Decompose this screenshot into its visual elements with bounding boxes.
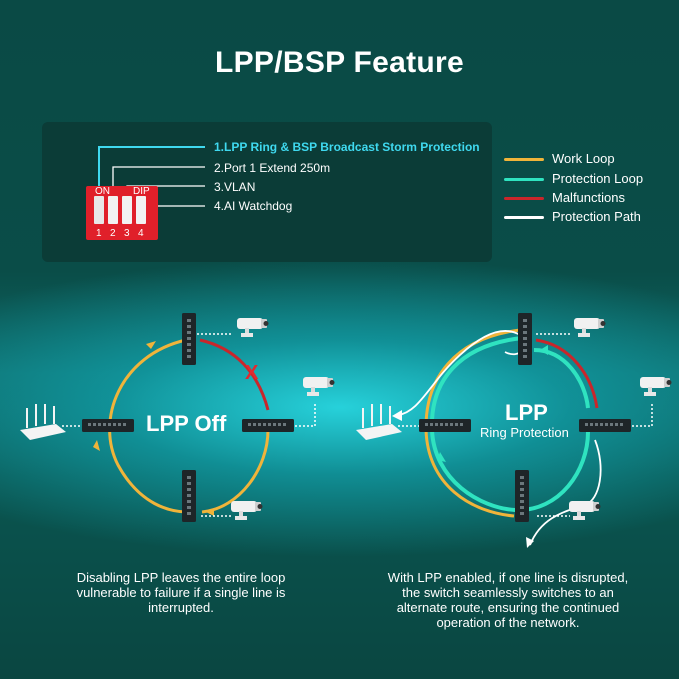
dip-option-lpp: 1.LPP Ring & BSP Broadcast Storm Protect… — [214, 140, 480, 154]
legend-swatch — [504, 197, 544, 200]
dip-number-1: 1 — [96, 228, 102, 239]
dip-toggle-2[interactable] — [108, 196, 118, 224]
legend-swatch — [504, 158, 544, 161]
dip-option-vlan: 3.VLAN — [214, 180, 256, 194]
page-title: LPP/BSP Feature — [214, 46, 465, 79]
dip-dip-label: DIP — [133, 186, 150, 197]
dip-on-label: ON — [95, 186, 110, 197]
lpp-off-label: LPP Off — [146, 411, 227, 436]
dip-option-watchdog: 4.AI Watchdog — [214, 199, 293, 213]
dip-number-3: 3 — [124, 228, 130, 239]
dip-number-2: 2 — [110, 228, 116, 239]
dip-toggle-4[interactable] — [136, 196, 146, 224]
lpp-on-label: LPP — [505, 400, 548, 425]
fault-x-mark: X — [245, 362, 259, 384]
right-caption: With LPP enabled, if one line is disrupt… — [387, 570, 629, 630]
ring-protection-label: Ring Protection — [480, 425, 569, 440]
right-diagram — [356, 313, 672, 548]
legend-swatch — [504, 216, 544, 219]
left-diagram — [20, 313, 335, 522]
dip-toggle-3[interactable] — [122, 196, 132, 224]
left-caption: Disabling LPP leaves the entire loop vul… — [76, 570, 286, 615]
dip-number-4: 4 — [138, 228, 144, 239]
legend-swatch — [504, 178, 544, 181]
dip-option-port-extend: 2.Port 1 Extend 250m — [214, 161, 331, 175]
dip-toggle-1[interactable] — [94, 196, 104, 224]
